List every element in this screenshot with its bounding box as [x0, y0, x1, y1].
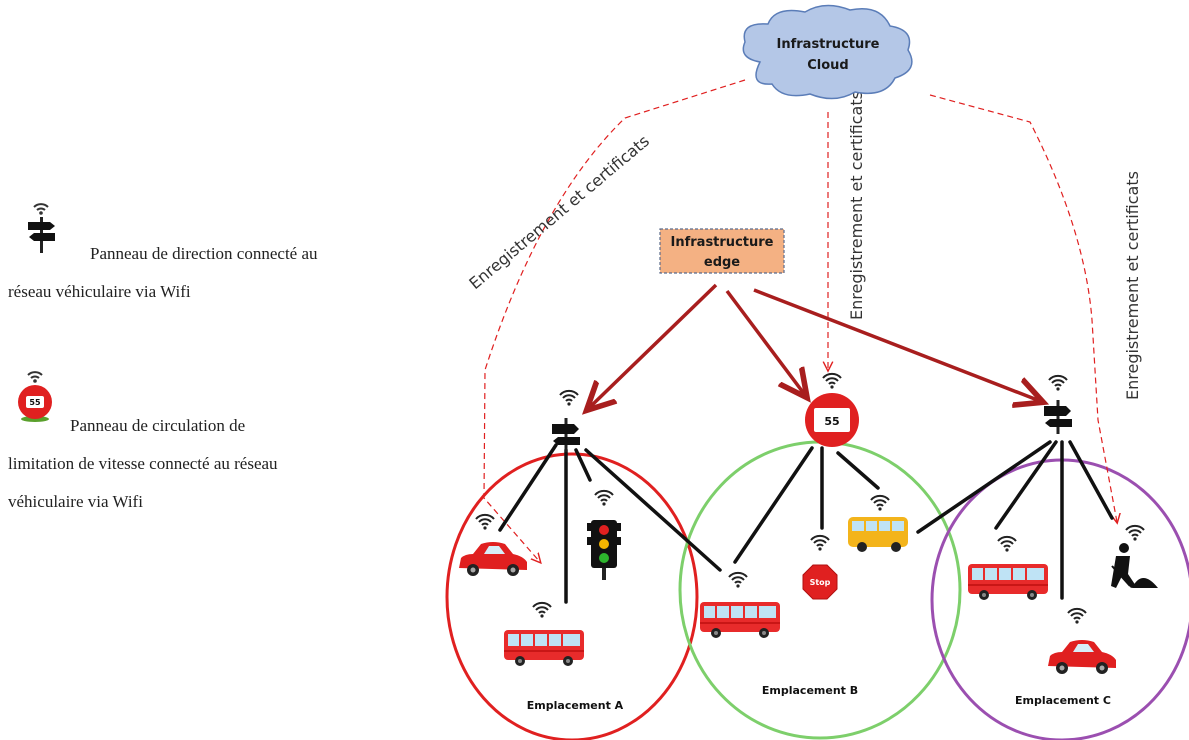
edge-label-line1: Infrastructure — [671, 235, 774, 250]
legend-text-line: Panneau de circulation de — [70, 416, 246, 435]
location-c-label: Emplacement C — [1015, 694, 1111, 707]
speed-sign-b-value: 55 — [824, 415, 839, 428]
legend-text-line: limitation de vitesse connecté au réseau — [8, 454, 278, 473]
car-a — [459, 513, 527, 576]
school-bus-b — [848, 494, 908, 552]
bus-ab — [699, 571, 781, 639]
speed-sign-value: 55 — [29, 398, 41, 407]
vehicle-connections — [498, 440, 1114, 604]
legend-text-line: Panneau de direction connecté au — [90, 244, 318, 263]
location-b-label: Emplacement B — [762, 684, 858, 697]
location-a-zone — [445, 452, 699, 740]
cloud-link-label-middle: Enregistrement et certificats — [847, 91, 866, 320]
edge-arrow-to-c — [753, 288, 1040, 401]
speed-sign-b: 55 — [805, 372, 859, 447]
speed-sign-description: Panneau de circulation de limitation de … — [8, 407, 418, 521]
infrastructure-cloud: Infrastructure Cloud — [742, 4, 913, 100]
edge-arrow-to-a — [589, 283, 718, 408]
direction-sign-wifi-icon — [28, 203, 55, 253]
direction-sign-c — [1044, 374, 1072, 434]
infrastructure-edge: Infrastructure edge — [659, 228, 785, 274]
car-c — [1048, 607, 1116, 674]
edge-label-line2: edge — [704, 255, 740, 270]
traffic-light-a — [587, 489, 621, 580]
edge-arrow-to-b — [725, 289, 805, 395]
cloud-link-label-right: Enregistrement et certificats — [1123, 171, 1142, 400]
bus-a — [503, 601, 585, 667]
stop-sign-text: Stop — [810, 578, 831, 587]
cloud-link-left — [483, 79, 746, 562]
speed-sign-wifi-icon: 55 — [18, 371, 52, 422]
location-a-label: Emplacement A — [527, 699, 624, 712]
legend-text-line: réseau véhiculaire via Wifi — [8, 282, 191, 301]
direction-sign-description: Panneau de direction connecté au réseau … — [8, 235, 418, 311]
cloud-link-label-left: Enregistrement et certificats — [465, 131, 653, 293]
bus-c — [967, 535, 1049, 601]
cloud-label-line1: Infrastructure — [777, 37, 880, 52]
legend-text-line: véhiculaire via Wifi — [8, 492, 143, 511]
roadworks-c — [1111, 524, 1158, 588]
cloud-label-line2: Cloud — [807, 58, 849, 73]
stop-sign-b: Stop — [802, 534, 838, 600]
cloud-link-right — [929, 94, 1117, 522]
direction-sign-a — [552, 389, 580, 452]
